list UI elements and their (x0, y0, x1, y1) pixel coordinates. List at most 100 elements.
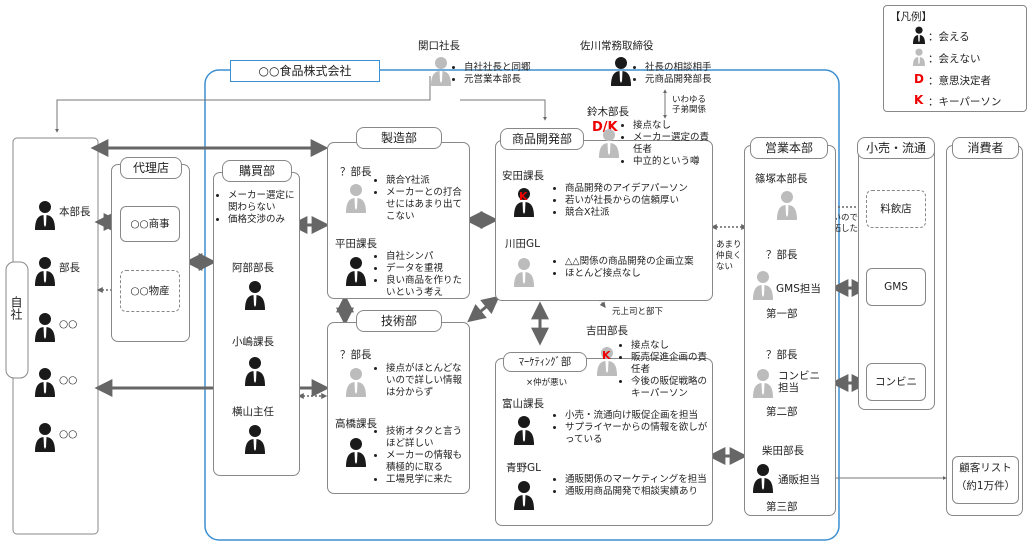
dept1-head-name: ？部長 (766, 249, 798, 261)
legend-key-mark: K (914, 93, 924, 107)
person-dark-icon (345, 437, 367, 467)
kojima-name: 小嶋課長 (232, 336, 274, 348)
tomiyama-notes: 小売・流通向け販促企画を担当サプライヤーからの情報を欲しがっている (556, 410, 710, 446)
customer-list: 顧客リスト （約1万件） (952, 456, 1019, 504)
kobai-title: 購買部 (222, 160, 292, 182)
legend-cannot-meet-label: ：会えない (928, 53, 981, 65)
person-gray-icon (430, 56, 452, 86)
gijutsu-head-name: ？部長 (340, 349, 372, 361)
person-gray-icon (345, 367, 367, 397)
pioneer-annotation: 新いので 開拓したい (824, 213, 867, 234)
jisha-label-box (5, 261, 29, 379)
company-name-box: ○○食品株式会社 (230, 60, 380, 82)
shibata-role: 通販担当 (778, 474, 820, 486)
dairiten-item-1: ○○商事 (120, 206, 180, 242)
person-dark-icon (34, 422, 56, 452)
person-dark-icon (34, 256, 56, 286)
dairiten-item-2: ○○物産 (120, 270, 180, 312)
person-dark-icon (244, 356, 266, 386)
seizou-head-name: ？部長 (340, 166, 372, 178)
aono-notes: 通販関係のマーケティングを担当通販用商品開発で相談実績あり (556, 474, 710, 498)
person-gray-icon (513, 257, 535, 287)
yoshida-notes: 接点なし販売促進企画の責任者今後の販促戦略のキーパーソン (622, 340, 710, 400)
yasuda-notes: 商品開発のアイデアパーソン若いが社長からの信頼厚い競合X社派 (556, 183, 706, 219)
sekiguchi-name: 関口社長 (418, 40, 460, 52)
gijutsu-head-notes: 接点がほとんどないので詳しい情報は分からず (377, 363, 467, 399)
dept1-label: 第一部 (766, 308, 798, 320)
takahashi-name: 高橋課長 (335, 418, 377, 430)
sekiguchi-notes: 自社社長と同郷元営業本部長 (455, 62, 565, 86)
sagawa-notes: 社長の相談相手元商品開発部長 (636, 62, 746, 86)
aono-name: 青野GL (506, 462, 541, 474)
marketing-title: ﾏｰｹﾃｨﾝｸﾞ部 (503, 352, 587, 372)
consumer-box (946, 145, 1023, 516)
tomiyama-name: 富山課長 (502, 398, 544, 410)
sagawa-name: 佐川常務取締役 (580, 40, 654, 52)
yokoyama-name: 横山主任 (232, 406, 274, 418)
sekiguchi-to-shohin-line (460, 99, 547, 121)
relation-annotation: いわゆる 子弟関係 (672, 95, 707, 115)
dept2-role: コンビニ 担当 (778, 370, 820, 394)
person-dark-icon (34, 200, 56, 230)
dept3-label: 第三部 (766, 501, 798, 513)
person-dark-icon (345, 256, 367, 286)
person-gray-icon (776, 190, 798, 220)
dept2-head-name: ？部長 (766, 349, 798, 361)
shinozuka-name: 篠塚本部長 (755, 173, 808, 185)
yasuda-name: 安田課長 (502, 170, 544, 182)
hirata-notes: 自社シンパデータを重視良い商品を作りたいという考え (377, 251, 467, 299)
abe-name: 阿部部長 (232, 262, 274, 274)
dept2-label: 第二部 (766, 406, 798, 418)
jisha-label: 自社 (9, 296, 23, 320)
dairiten-box (111, 164, 190, 342)
shibata-name: 柴田部長 (762, 445, 804, 457)
bad-terms-annotation: ×仲が悪い (526, 378, 568, 388)
kobai-notes: メーカー選定に関わらない価格交渉のみ (219, 190, 297, 226)
legend-decision-label: ：意思決定者 (928, 75, 991, 87)
person-dark-icon (752, 463, 774, 493)
person-dark-icon (34, 312, 56, 342)
person-dark-icon (34, 367, 56, 397)
gijutsu-title: 技術部 (356, 310, 442, 332)
consumer-title: 消費者 (952, 137, 1019, 159)
jisha-member-3: ○○ (59, 318, 78, 330)
seizou-title: 製造部 (356, 127, 442, 149)
person-dark-icon (610, 56, 632, 86)
legend-meet-label: ：会える (928, 31, 970, 43)
person-gray-icon (598, 128, 620, 158)
seizou-head-notes: 競合Y社派メーカーとの打合せにはあまり出てこない (377, 175, 467, 223)
suzuki-notes: 接点なしメーカー選定の責任者中立的という噂 (624, 120, 710, 168)
person-dark-icon (513, 187, 535, 217)
legend: 【凡例】 ：会える ：会えない D ：意思決定者 K ：キーパーソン (883, 5, 1027, 112)
person-gray-icon (596, 346, 618, 376)
legend-key-label: ：キーパーソン (928, 96, 1002, 108)
company-frame (204, 69, 840, 541)
jisha-member-2: 部長 (59, 262, 80, 274)
person-dark-icon (244, 280, 266, 310)
kawada-name: 川田GL (505, 238, 540, 250)
sekiguchi-to-jisha-line (55, 76, 431, 133)
person-dark-icon (244, 424, 266, 454)
hirata-name: 平田課長 (335, 238, 377, 250)
person-gray-icon (912, 48, 926, 66)
kouri-item-3: コンビニ (866, 363, 926, 401)
shohin-title: 商品開発部 (500, 128, 584, 150)
company-name: ○○食品株式会社 (258, 64, 352, 78)
person-dark-icon (912, 26, 926, 44)
yoshida-mark: K (602, 349, 611, 362)
former-boss-annotation: 元上司と部下 (612, 307, 664, 317)
person-gray-icon (752, 368, 774, 398)
eigyo-title: 営業本部 (750, 137, 828, 159)
shohin-box (495, 140, 713, 301)
dept1-role: GMS担当 (776, 283, 821, 295)
person-dark-icon (513, 415, 535, 445)
yasuda-mark: K (519, 190, 528, 203)
person-gray-icon (752, 270, 774, 300)
kawada-notes: △△関係の商品開発の企画立案ほとんど接点なし (556, 256, 706, 280)
kouri-item-2: GMS (866, 268, 926, 306)
kouri-item-1: 料飲店 (866, 190, 926, 228)
person-dark-icon (513, 480, 535, 510)
jisha-member-1: 本部長 (59, 206, 91, 218)
jisha-member-4: ○○ (59, 374, 78, 386)
kouri-title: 小売・流通 (857, 137, 935, 159)
